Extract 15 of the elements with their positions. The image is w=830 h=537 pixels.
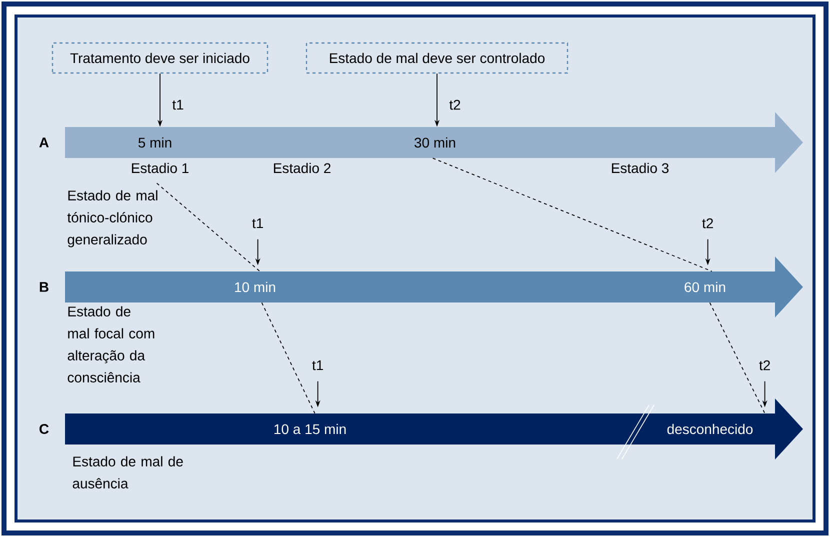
edge-label: t2	[702, 218, 713, 228]
dashed-box: Estado de mal deve ser controlado	[306, 42, 568, 74]
edge-label: t2	[449, 100, 460, 110]
row-letter: A	[39, 138, 49, 148]
description-text: Estado de mal tónico-clónico generalizado	[67, 190, 158, 248]
edge-label: t1	[172, 100, 184, 110]
dashed-box: Tratamento deve ser iniciado	[52, 42, 268, 74]
row-letter: B	[40, 282, 48, 292]
row-letter: C	[40, 424, 49, 434]
stage-label: Estadio 3	[612, 162, 669, 174]
stage-label: Estadio 2	[274, 162, 330, 174]
edge-label: t1	[252, 218, 263, 228]
edge-label: t1	[312, 360, 323, 370]
edge-label: t2	[759, 360, 770, 370]
stage-label: Estadio 1	[132, 162, 188, 174]
